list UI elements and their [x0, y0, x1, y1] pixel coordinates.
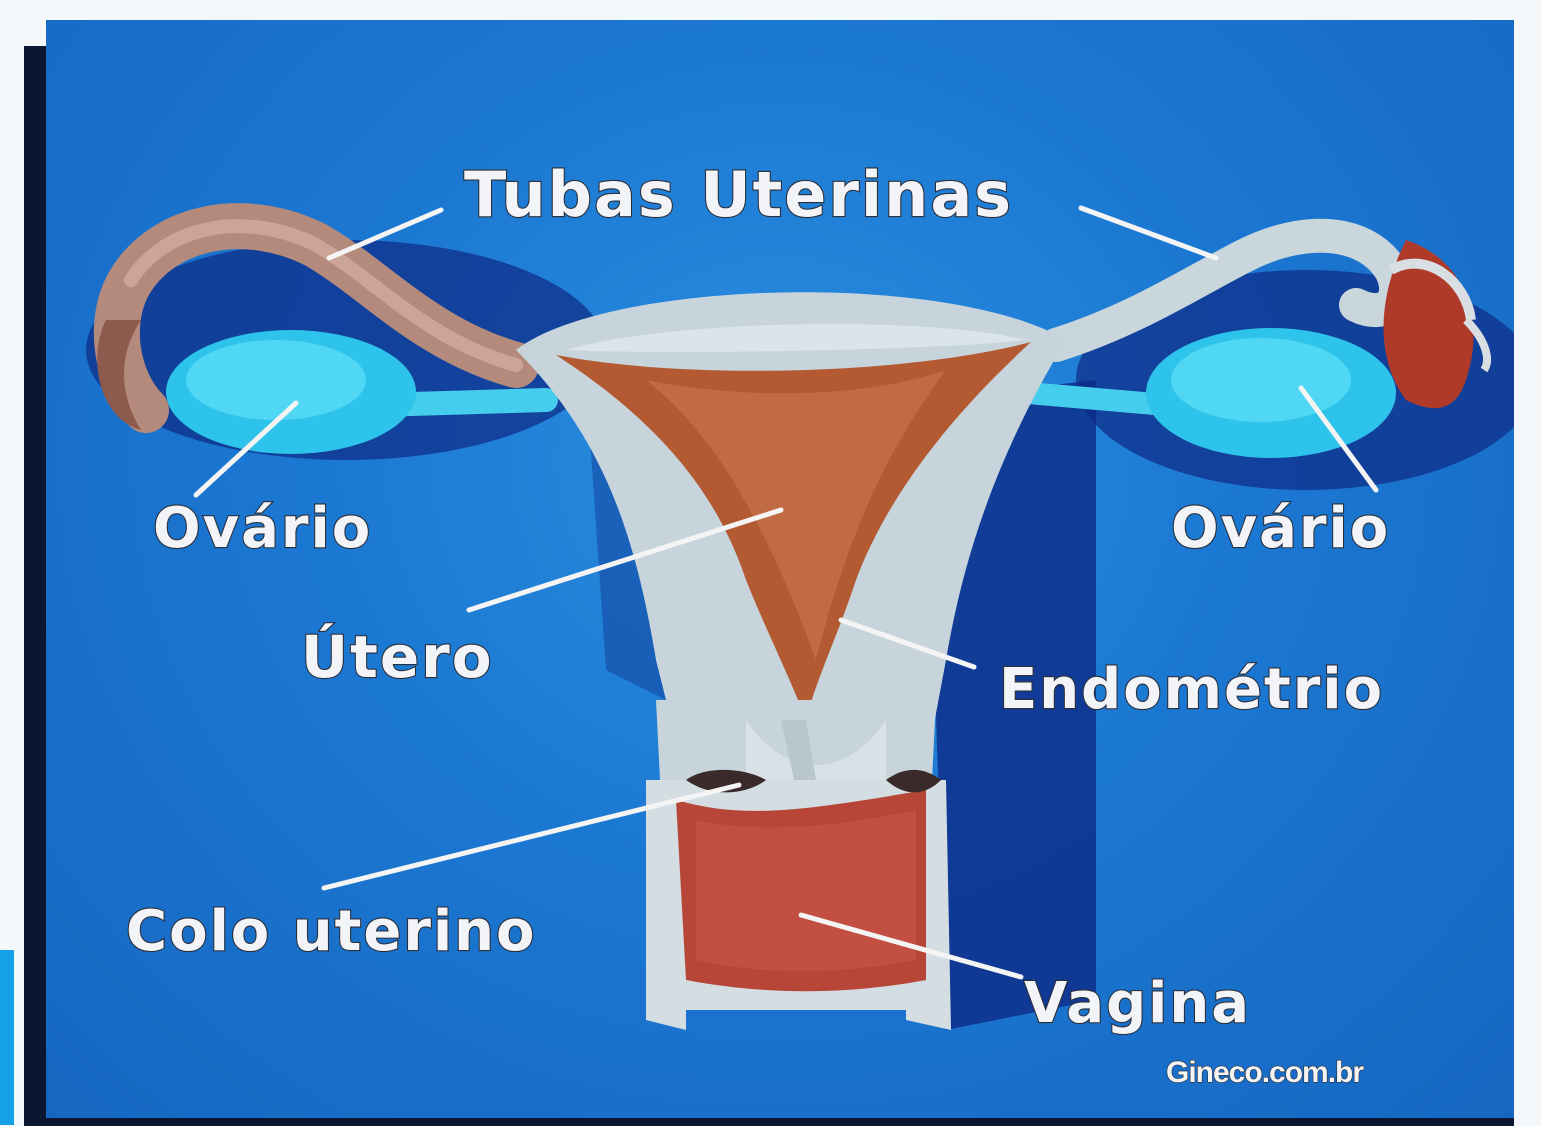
label-endometrio: Endométrio: [999, 657, 1384, 722]
vagina: [646, 770, 951, 1030]
ovary-left: [166, 330, 416, 454]
leader-tubas-right: [1081, 208, 1216, 258]
label-utero: Útero: [301, 622, 494, 691]
label-tubas-uterinas: Tubas Uterinas: [464, 158, 1013, 231]
label-colo-uterino: Colo uterino: [126, 899, 537, 964]
label-ovario-left: Ovário: [153, 496, 372, 561]
credit-text: Gineco.com.br: [1166, 1056, 1364, 1089]
anatomy-diagram-panel: Tubas Uterinas Ovário Ovário Útero Endom…: [46, 20, 1514, 1118]
ovary-right: [1146, 328, 1396, 458]
left-edge-strip: [0, 950, 14, 1125]
ovarian-ligament-right: [1016, 392, 1166, 405]
label-ovario-right: Ovário: [1171, 496, 1390, 561]
label-vagina: Vagina: [1024, 971, 1251, 1036]
uterus-diagram: Tubas Uterinas Ovário Ovário Útero Endom…: [46, 20, 1514, 1118]
